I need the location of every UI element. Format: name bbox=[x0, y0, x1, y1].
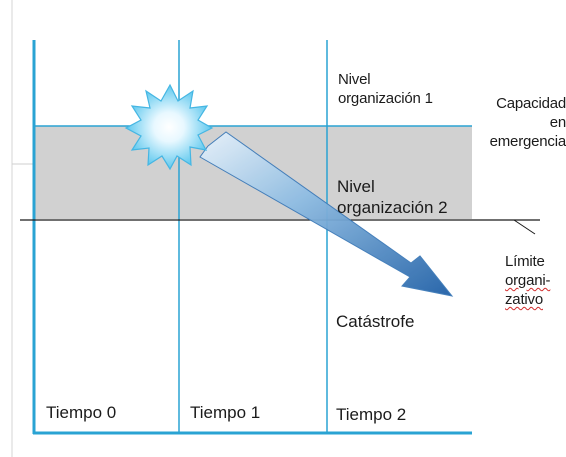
limite-line-1: Límite bbox=[505, 253, 545, 270]
capacidad-line-1: Capacidad bbox=[496, 95, 566, 112]
nivel-organizacion-2-label: Nivel organización 2 bbox=[337, 176, 448, 218]
capacidad-line-2: en bbox=[549, 114, 566, 131]
nivel-1-line-2: organización 1 bbox=[338, 90, 433, 107]
capacidad-line-3: emergencia bbox=[489, 133, 566, 150]
tiempo-1-label: Tiempo 1 bbox=[190, 403, 261, 422]
nivel-organizacion-1-label: Nivel organización 1 bbox=[338, 70, 433, 108]
limite-organizativo-label: Límite organi- zativo bbox=[505, 252, 550, 309]
limit-leader-line bbox=[513, 219, 536, 235]
capacidad-emergencia-label: Capacidad en emergencia bbox=[470, 94, 566, 151]
nivel-1-line-1: Nivel bbox=[338, 71, 371, 88]
nivel-2-line-2: organización 2 bbox=[337, 198, 448, 217]
limite-line-3: zativo bbox=[505, 291, 543, 308]
tiempo-0-label: Tiempo 0 bbox=[46, 403, 117, 422]
tiempo-2-label: Tiempo 2 bbox=[336, 405, 407, 424]
nivel-2-line-1: Nivel bbox=[337, 177, 375, 196]
decline-arrow bbox=[199, 131, 454, 297]
catastrophe-starburst bbox=[124, 83, 214, 171]
limite-line-2: organi- bbox=[505, 272, 551, 289]
catastrofe-label: Catástrofe bbox=[336, 312, 415, 331]
